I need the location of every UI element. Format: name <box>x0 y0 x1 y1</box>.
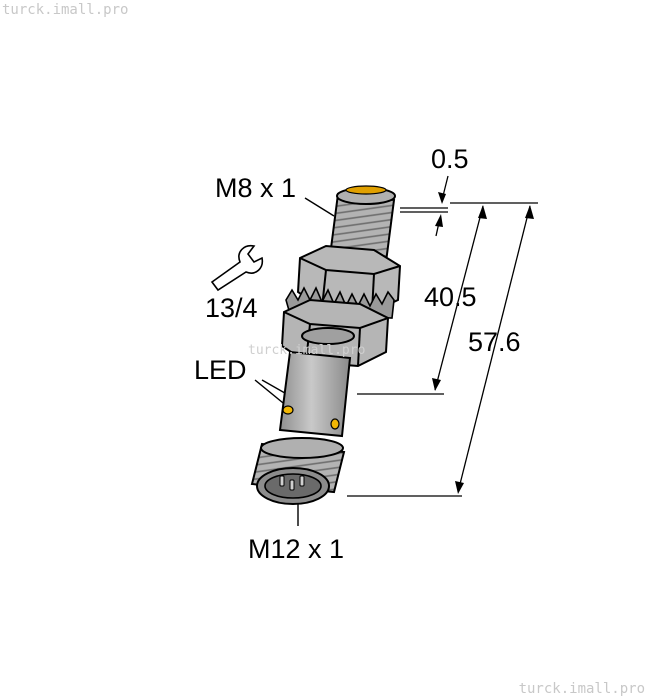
m12-thread <box>250 437 346 505</box>
housing <box>278 350 352 438</box>
led-left <box>282 405 294 415</box>
dimension-arrowheads <box>432 192 534 494</box>
label-led: LED <box>194 355 247 385</box>
sensor-tip <box>345 185 387 195</box>
watermark-center: turck.imall.pro <box>248 343 366 358</box>
wrench-icon <box>210 244 264 292</box>
watermark-top-left: turck.imall.pro <box>2 2 129 18</box>
connector-pins <box>279 475 305 491</box>
label-bottom-thread: M12 x 1 <box>248 534 344 564</box>
sensor-body <box>250 185 402 505</box>
dim-nut-offset: 0.5 <box>431 144 469 174</box>
watermark-bottom-right: turck.imall.pro <box>518 681 645 697</box>
label-top-thread: M8 x 1 <box>215 173 296 203</box>
label-wrench-size: 13/4 <box>205 293 258 323</box>
lower-hex-nut <box>280 298 390 368</box>
dim-overall-length: 57.6 <box>468 327 521 357</box>
led-right <box>330 418 340 430</box>
dim-sensing-length: 40.5 <box>424 282 477 312</box>
m8-thread <box>328 185 396 264</box>
